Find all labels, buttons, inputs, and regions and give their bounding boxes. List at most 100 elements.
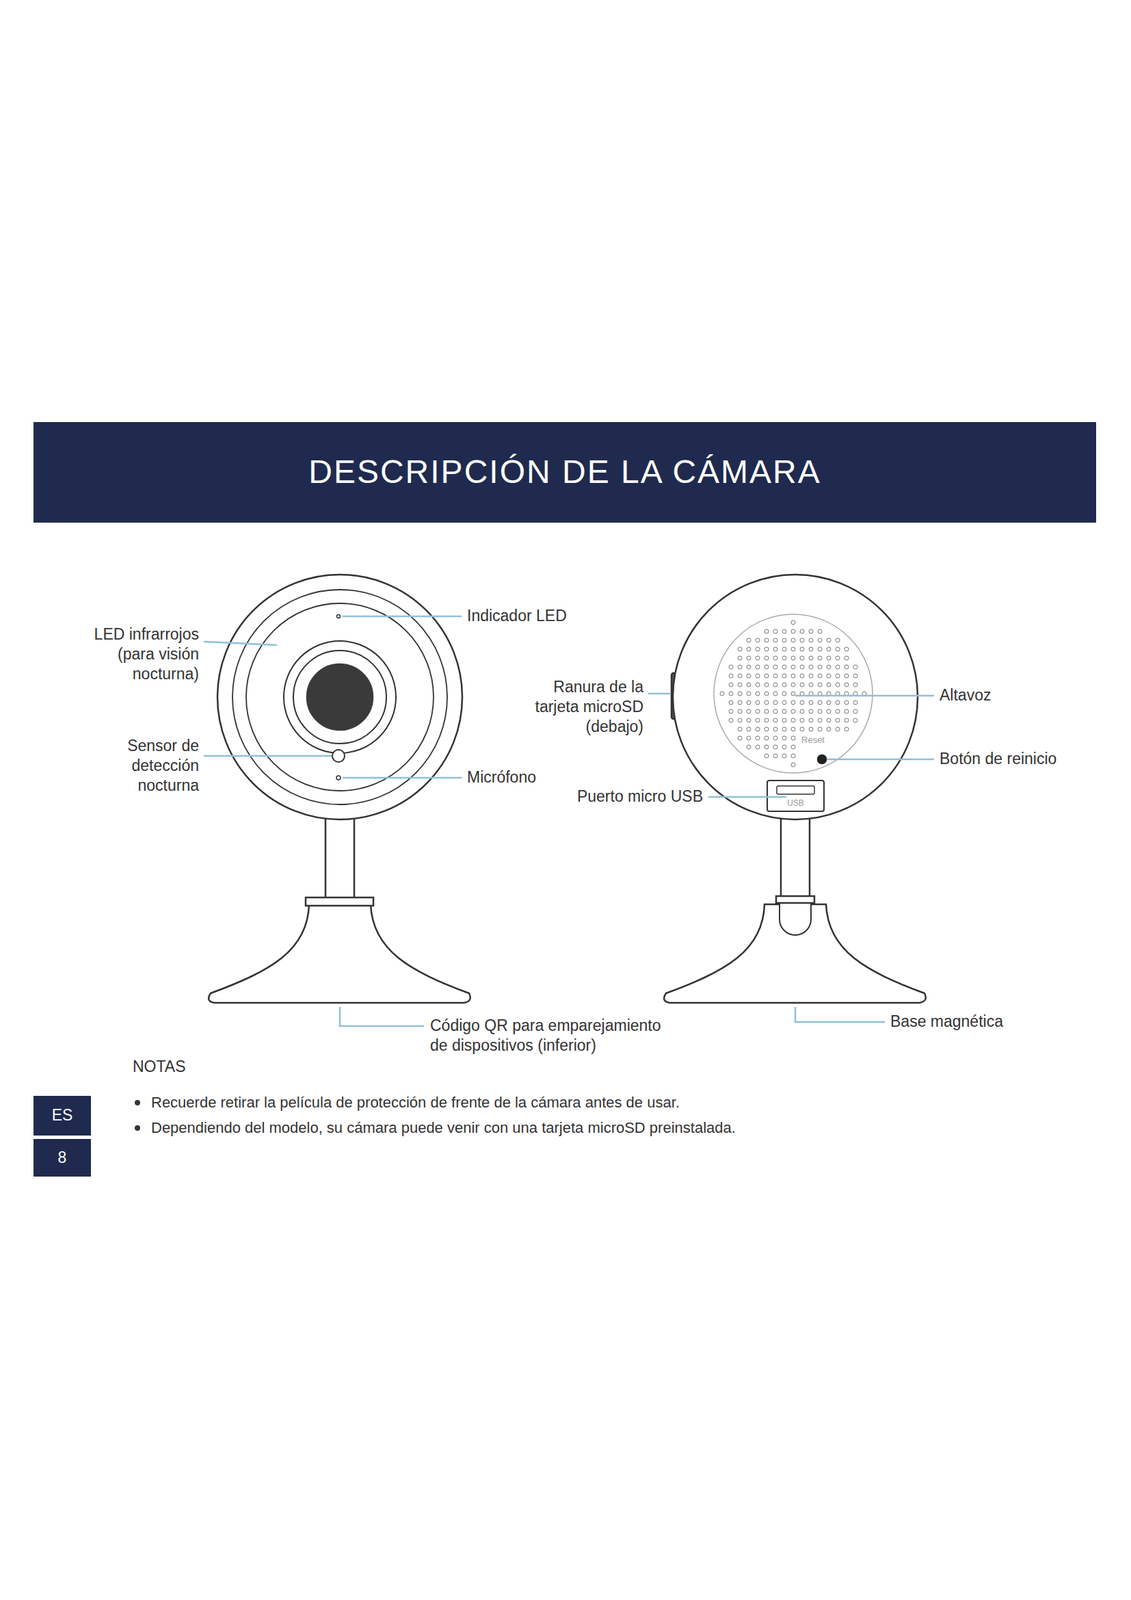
grille-hole	[835, 682, 840, 687]
grille-hole	[817, 709, 822, 714]
part-label: Ranura de la tarjeta microSD (debajo)	[523, 676, 644, 737]
grille-hole	[800, 726, 805, 731]
grille-hole	[826, 682, 831, 687]
grille-hole	[764, 691, 769, 696]
page-title: DESCRIPCIÓN DE LA CÁMARA	[33, 451, 1097, 493]
grille-hole	[791, 620, 796, 625]
grille-hole	[737, 664, 742, 669]
front-collar	[305, 897, 374, 906]
grille-hole	[800, 664, 805, 669]
page-tab	[33, 1138, 91, 1177]
grille-hole	[853, 700, 858, 705]
grille-hole	[746, 637, 751, 643]
grille-hole	[746, 717, 751, 723]
grille-hole	[764, 726, 769, 731]
grille-hole	[782, 726, 787, 731]
grille-hole	[800, 682, 805, 687]
grille-hole	[808, 664, 814, 669]
grille-hole	[791, 664, 796, 669]
grille-hole	[800, 700, 805, 705]
grille-hole	[764, 717, 769, 723]
grille-hole	[791, 753, 796, 758]
grille-hole	[800, 709, 805, 714]
grille-hole	[728, 691, 734, 696]
grille-hole	[844, 646, 849, 651]
grille-hole	[817, 717, 822, 723]
grille-hole	[791, 637, 796, 643]
grille-hole	[808, 637, 814, 643]
grille-hole	[800, 673, 805, 678]
grille-hole	[746, 646, 751, 651]
leader-line	[708, 795, 787, 798]
grille-hole	[746, 682, 751, 687]
part-label: Altavoz	[939, 685, 1118, 705]
grille-hole	[791, 691, 796, 696]
page-number: 8	[33, 1147, 91, 1168]
grille-hole	[782, 753, 787, 758]
grille-hole	[844, 673, 849, 678]
grille-hole	[755, 664, 760, 669]
grille-hole	[764, 646, 769, 651]
leader-line	[342, 615, 462, 618]
grille-hole	[746, 664, 751, 669]
note-text: Dependiendo del modelo, su cámara puede …	[151, 1117, 1041, 1138]
notes-heading: NOTAS	[132, 1056, 270, 1077]
lens	[307, 663, 373, 730]
grille-hole	[844, 717, 849, 723]
grille-hole	[782, 700, 787, 705]
grille-hole	[755, 726, 760, 731]
grille-hole	[773, 691, 778, 696]
grille-hole	[755, 717, 760, 723]
grille-hole	[728, 717, 734, 723]
grille-hole	[800, 637, 805, 643]
grille-hole	[826, 664, 831, 669]
grille-hole	[817, 664, 822, 669]
grille-hole	[755, 673, 760, 678]
usb-port	[767, 780, 824, 811]
grille-hole	[773, 655, 778, 660]
grille-hole	[755, 682, 760, 687]
printed-mark: Reset	[795, 734, 831, 746]
part-label: Base magnética	[890, 1011, 1096, 1032]
language-tab	[33, 1095, 91, 1136]
grille-hole	[782, 717, 787, 723]
title-band	[33, 421, 1097, 523]
grille-hole	[782, 637, 787, 643]
grille-hole	[755, 691, 760, 696]
grille-hole	[817, 637, 822, 643]
grille-hole	[764, 673, 769, 678]
grille-hole	[826, 709, 831, 714]
grille-hole	[791, 673, 796, 678]
grille-hole	[746, 700, 751, 705]
grille-hole	[764, 709, 769, 714]
grille-hole	[728, 700, 734, 705]
grille-hole	[773, 726, 778, 731]
grille-hole	[773, 682, 778, 687]
part-label: Puerto micro USB	[525, 786, 703, 807]
grille-hole	[800, 646, 805, 651]
grille-hole	[755, 655, 760, 660]
lens-ring	[293, 650, 387, 744]
leader-line	[648, 692, 671, 695]
grille-hole	[746, 744, 751, 749]
grille-hole	[755, 637, 760, 643]
grille-hole	[791, 655, 796, 660]
grille-hole	[773, 664, 778, 669]
grille-hole	[764, 629, 769, 634]
grille-hole	[791, 646, 796, 651]
grille-hole	[817, 700, 822, 705]
grille-hole	[737, 735, 742, 740]
grille-hole	[728, 673, 734, 678]
grille-hole	[728, 664, 734, 669]
back-collar	[776, 895, 815, 903]
grille-hole	[791, 735, 796, 740]
part-label: Micrófono	[467, 767, 673, 788]
grille-hole	[808, 655, 814, 660]
grille-hole	[782, 673, 787, 678]
grille-hole	[764, 735, 769, 740]
grille-hole	[800, 655, 805, 660]
language-code: ES	[33, 1105, 91, 1125]
grille-hole	[737, 717, 742, 723]
grille-hole	[808, 717, 814, 723]
